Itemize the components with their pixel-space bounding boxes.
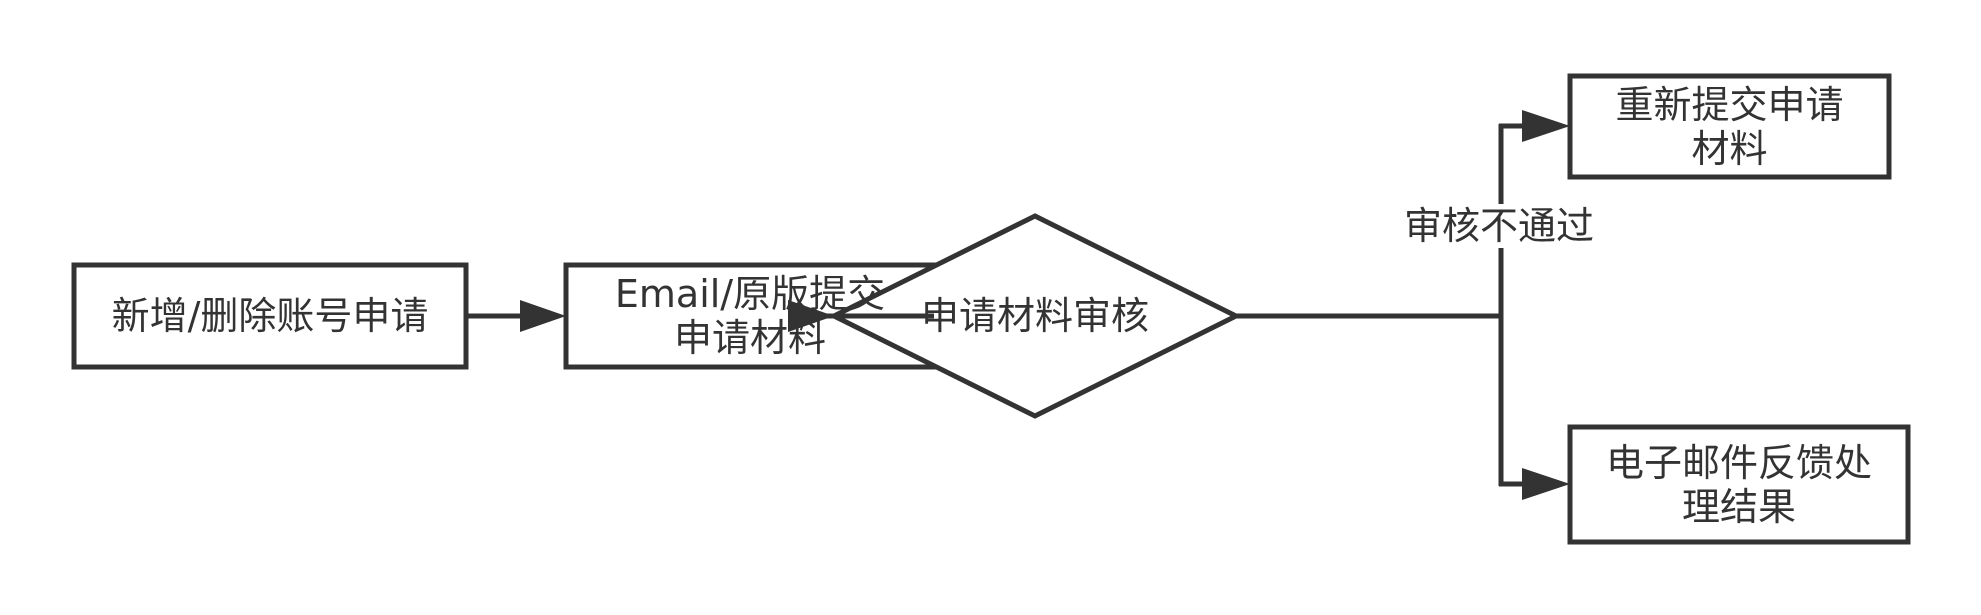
arrowhead-to-feedback — [1522, 468, 1570, 500]
arrowhead-to-resubmit — [1522, 110, 1570, 142]
arrowhead-request-to-submit — [520, 300, 566, 332]
edge-reject-label: 审核不通过 — [1402, 204, 1597, 248]
node-submit-label: Email/原版提交 申请材料 — [614, 272, 886, 360]
node-feedback-box — [1567, 424, 1911, 545]
node-review-label: 申请材料审核 — [920, 294, 1149, 338]
node-request-box — [71, 262, 469, 370]
node-resubmit-box — [1567, 73, 1892, 180]
node-request-label: 新增/删除账号申请 — [111, 294, 429, 338]
arrowhead-submit-to-review — [788, 300, 834, 332]
node-feedback-label: 电子邮件反馈处 理结果 — [1605, 440, 1872, 529]
node-review-diamond — [828, 213, 1242, 419]
node-resubmit-label: 重新提交申请 材料 — [1615, 82, 1844, 171]
